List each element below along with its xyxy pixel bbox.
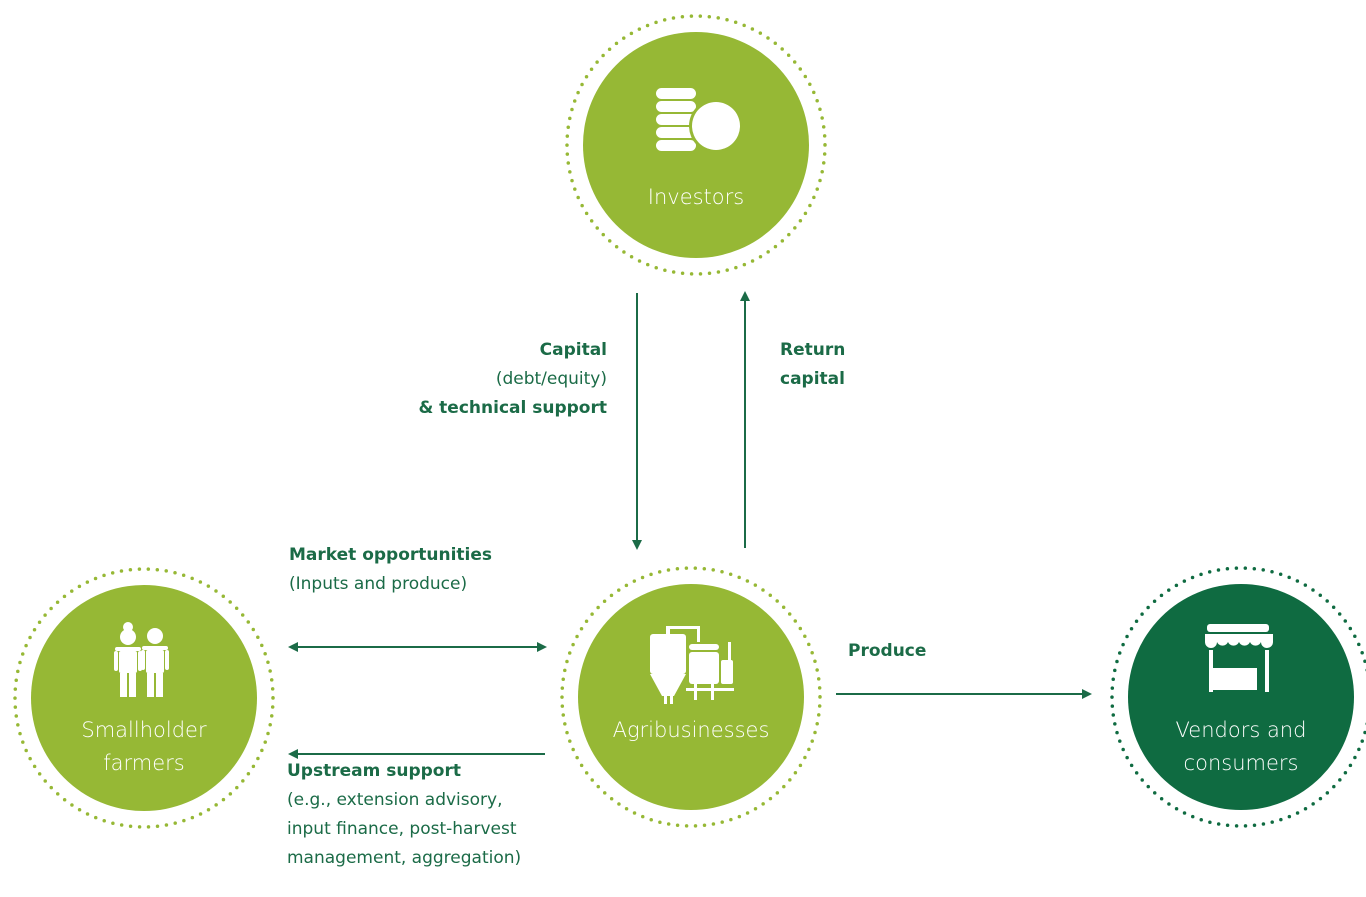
market-opportunities-line2: (Inputs and produce) bbox=[289, 574, 468, 594]
agribusinesses-dotted-ring bbox=[560, 566, 822, 828]
vendors-label: Vendors and consumers bbox=[1141, 714, 1341, 780]
capital-title: Capital bbox=[539, 340, 607, 360]
capital-text: Capital (debt/equity) & technical suppor… bbox=[307, 336, 607, 423]
agribusinesses-node bbox=[560, 566, 822, 828]
market-opportunities-text: Market opportunities (Inputs and produce… bbox=[289, 541, 609, 599]
smallholder-label-line2: farmers bbox=[103, 751, 185, 775]
vendors-label-line1: Vendors and bbox=[1175, 718, 1307, 742]
smallholder-dotted-ring bbox=[13, 567, 275, 829]
capital-line2: (debt/equity) bbox=[495, 369, 607, 389]
upstream-support-line3: input finance, post-harvest bbox=[287, 819, 517, 839]
agribusinesses-label: Agribusinesses bbox=[612, 718, 770, 742]
vendors-node bbox=[1110, 566, 1366, 828]
produce-title: Produce bbox=[848, 641, 927, 661]
investors-label: Investors bbox=[647, 185, 745, 209]
agribusinesses-circle bbox=[578, 584, 804, 810]
processing-plant-icon bbox=[650, 626, 734, 704]
investors-node bbox=[565, 14, 827, 276]
investors-dotted-ring bbox=[565, 14, 827, 276]
market-stall-icon bbox=[1205, 624, 1273, 692]
smallholder-label-line1: Smallholder bbox=[81, 718, 207, 742]
vendors-label-line2: consumers bbox=[1183, 751, 1299, 775]
coins-icon bbox=[656, 88, 743, 153]
smallholder-label: Smallholder farmers bbox=[44, 714, 244, 780]
vendors-dotted-ring bbox=[1110, 566, 1366, 828]
upstream-support-line4: management, aggregation) bbox=[287, 848, 522, 868]
investors-circle bbox=[583, 32, 809, 258]
upstream-support-title: Upstream support bbox=[287, 761, 461, 781]
return-capital-line2: capital bbox=[780, 369, 845, 389]
smallholder-node bbox=[13, 567, 275, 829]
produce-text: Produce bbox=[848, 637, 1048, 666]
farmers-icon bbox=[114, 622, 169, 697]
upstream-support-line2: (e.g., extension advisory, bbox=[287, 790, 503, 810]
market-opportunities-title: Market opportunities bbox=[289, 545, 493, 565]
capital-line3: & technical support bbox=[418, 398, 607, 418]
return-capital-text: Return capital bbox=[780, 336, 980, 394]
vendors-circle bbox=[1128, 584, 1354, 810]
smallholder-circle bbox=[31, 585, 257, 811]
return-capital-line1: Return bbox=[780, 340, 846, 360]
upstream-support-text: Upstream support (e.g., extension adviso… bbox=[287, 757, 627, 873]
